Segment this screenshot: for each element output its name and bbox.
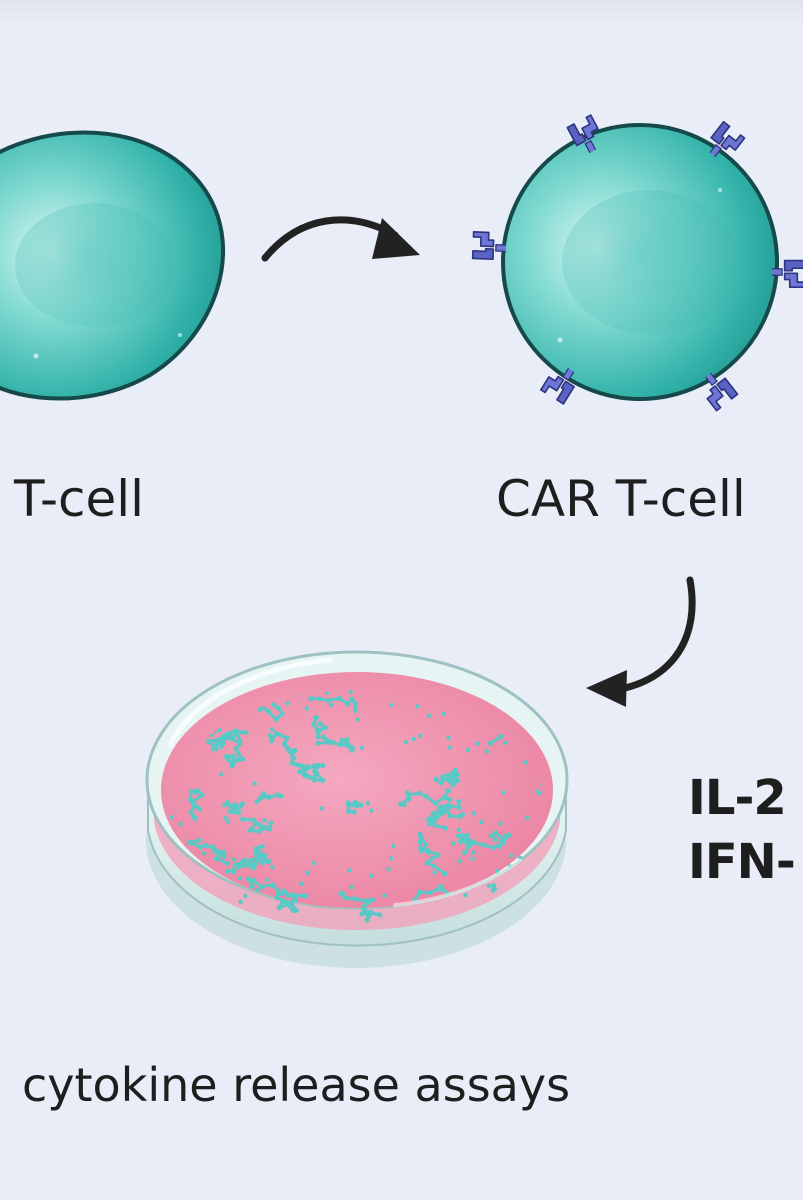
car-t-cell-label: CAR T-cell (496, 470, 746, 528)
t-cell-nucleus (15, 203, 175, 327)
car-t-cell-nucleus (562, 190, 738, 334)
cytokine-ifn-label: IFN- (688, 834, 796, 890)
petri-dish-illustration (145, 650, 569, 968)
assay-caption: cytokine release assays (22, 1058, 571, 1112)
t-cell-label: T-cell (14, 470, 145, 528)
top-band (0, 0, 803, 24)
cytokine-il2-label: IL-2 (688, 770, 787, 826)
car-t-cell-illustration (501, 123, 779, 401)
culture-medium (161, 672, 553, 908)
curved-arrow-icon (586, 576, 696, 707)
curved-arrow-icon (261, 216, 420, 262)
t-cell-illustration (0, 130, 226, 401)
